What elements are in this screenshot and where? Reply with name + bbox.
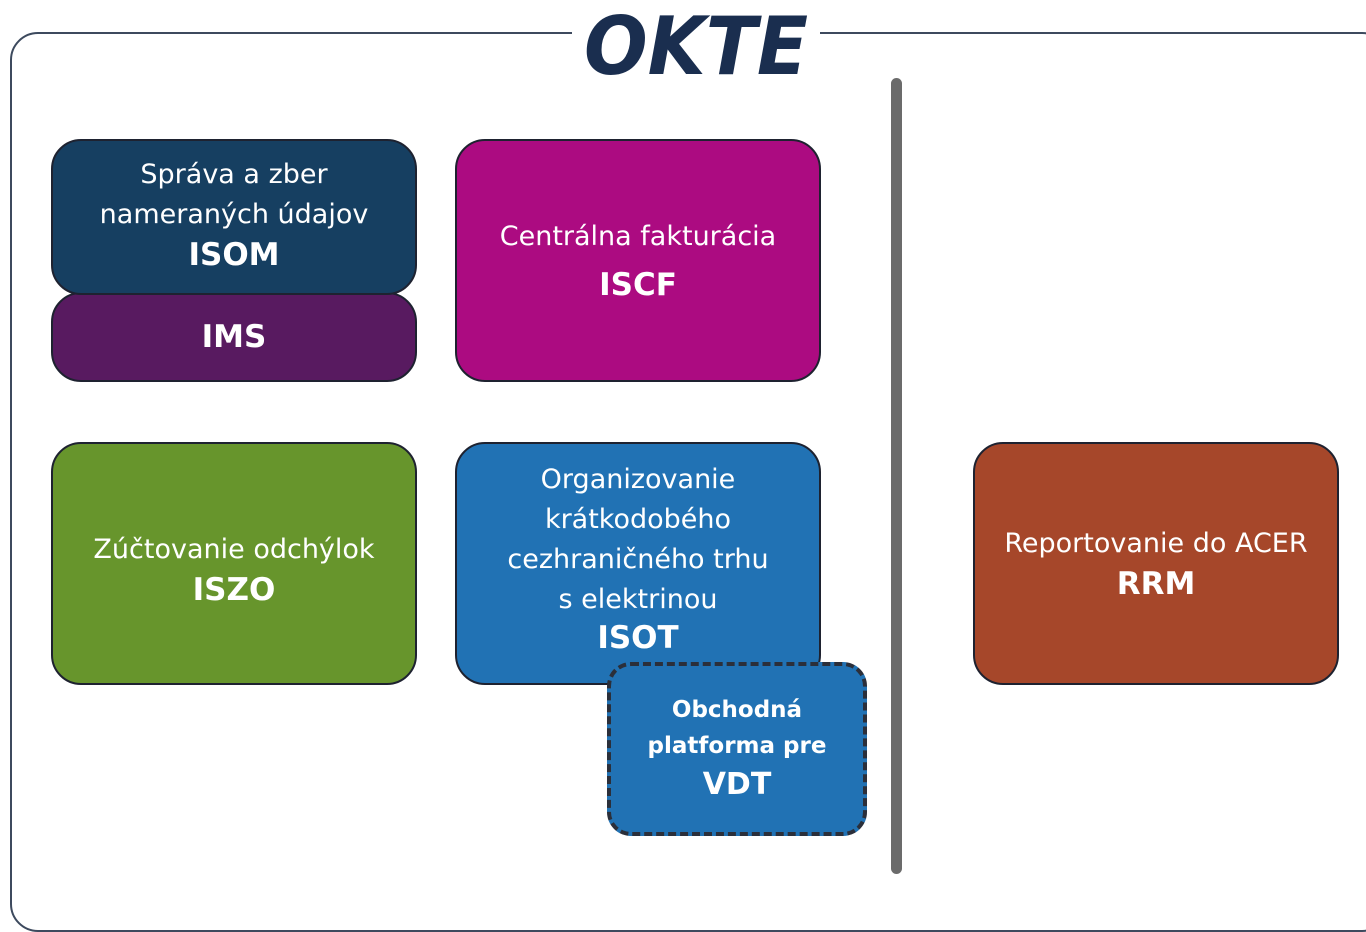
rrm-code: RRM [1116, 565, 1196, 602]
okte-logo: OKTE [572, 0, 820, 86]
isot-box: Organizovanie krátkodobého cezhraničného… [455, 442, 821, 685]
rrm-box: Reportovanie do ACER RRM [973, 442, 1339, 685]
iszo-label: Zúčtovanie odchýlok [93, 533, 375, 565]
iscf-code: ISCF [599, 266, 677, 303]
iszo-code: ISZO [192, 571, 276, 608]
isom-code: ISOM [188, 237, 280, 273]
vertical-divider [891, 78, 902, 874]
iscf-box: Centrálna fakturácia ISCF [455, 139, 821, 382]
isom-label: Správa a zber nameraných údajov [99, 159, 369, 230]
isom-box: Správa a zber nameraných údajov ISOM [51, 139, 417, 295]
okte-logo-graphic: OKTE [584, 0, 808, 86]
isot-code: ISOT [597, 620, 679, 656]
isot-label: Organizovanie krátkodobého cezhraničného… [507, 464, 769, 615]
ims-code: IMS [201, 319, 267, 355]
iszo-box: Zúčtovanie odchýlok ISZO [51, 442, 417, 685]
ims-box: IMS [51, 292, 417, 382]
vdt-label: Obchodná platforma pre [647, 697, 827, 759]
vdt-code: VDT [702, 767, 772, 802]
rrm-label: Reportovanie do ACER [1004, 527, 1308, 559]
svg-text:OKTE: OKTE [584, 0, 808, 86]
vdt-box: Obchodná platforma pre VDT [607, 662, 867, 836]
iscf-label: Centrálna fakturácia [499, 220, 777, 252]
